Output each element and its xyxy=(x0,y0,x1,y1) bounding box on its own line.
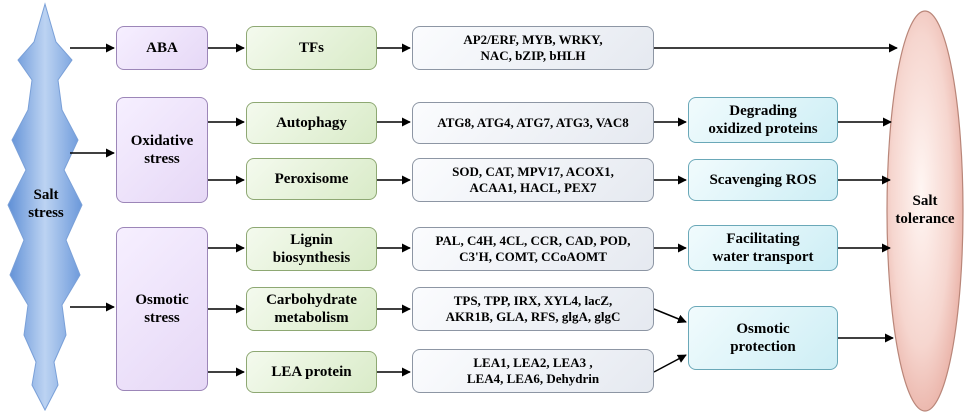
salt-stress-line2: stress xyxy=(28,205,64,221)
peroxisome-genes-line1: SOD, CAT, MPV17, ACOX1, xyxy=(452,164,614,180)
lea-genes-line1: LEA1, LEA2, LEA3 , xyxy=(473,355,593,371)
osmotic-stress-box: Osmotic stress xyxy=(116,227,208,391)
tf-genes-line1: AP2/ERF, MYB, WRKY, xyxy=(463,32,603,48)
osmotic-protection-line1: Osmotic xyxy=(736,320,790,337)
scavenging-ros-box: Scavenging ROS xyxy=(688,159,838,201)
carbohydrate-box: Carbohydrate metabolism xyxy=(246,287,377,331)
autophagy-box: Autophagy xyxy=(246,102,377,144)
salt-stress-line1: Salt xyxy=(33,187,59,203)
salt-tolerance-line1: Salt xyxy=(912,193,938,209)
facilitating-line2: water transport xyxy=(712,249,814,265)
autophagy-label: Autophagy xyxy=(276,114,347,131)
lignin-line2: biosynthesis xyxy=(272,250,351,266)
facilitating-line1: Facilitating xyxy=(726,230,800,247)
arrow-lea-genes-to-osmotic-protection xyxy=(653,354,687,373)
oxidative-stress-line2: stress xyxy=(144,151,180,167)
salt-tolerance-ellipse xyxy=(886,10,964,412)
autophagy-genes-line1: ATG8, ATG4, ATG7, ATG3, VAC8 xyxy=(437,115,629,131)
salt-stress-label: Salt stress xyxy=(14,186,78,222)
lignin-genes-box: PAL, C4H, 4CL, CCR, CAD, POD, C3'H, COMT… xyxy=(412,227,654,271)
peroxisome-label: Peroxisome xyxy=(274,170,349,187)
degrading-line1: Degrading xyxy=(729,102,797,119)
oxidative-stress-box: Oxidative stress xyxy=(116,97,208,203)
peroxisome-box: Peroxisome xyxy=(246,158,377,200)
aba-label: ABA xyxy=(146,39,178,56)
osmotic-stress-line1: Osmotic xyxy=(135,291,189,308)
scavenging-ros-label: Scavenging ROS xyxy=(709,171,817,188)
carbohydrate-line1: Carbohydrate xyxy=(266,291,357,308)
degrading-line2: oxidized proteins xyxy=(708,121,818,137)
arrow-carbohydrate-genes-to-osmotic-protection xyxy=(653,308,687,324)
degrading-box: Degrading oxidized proteins xyxy=(688,97,838,143)
oxidative-stress-line1: Oxidative xyxy=(130,132,194,149)
lea-genes-line2: LEA4, LEA6, Dehydrin xyxy=(466,371,600,386)
lea-protein-box: LEA protein xyxy=(246,351,377,393)
tfs-label: TFs xyxy=(298,39,324,56)
peroxisome-genes-box: SOD, CAT, MPV17, ACOX1, ACAA1, HACL, PEX… xyxy=(412,158,654,202)
salt-tolerance-label: Salt tolerance xyxy=(887,192,963,228)
lea-genes-box: LEA1, LEA2, LEA3 , LEA4, LEA6, Dehydrin xyxy=(412,349,654,393)
tfs-box: TFs xyxy=(246,26,377,70)
carbohydrate-genes-line1: TPS, TPP, IRX, XYL4, lacZ, xyxy=(453,293,613,309)
salt-stress-shape xyxy=(7,2,83,412)
carbohydrate-genes-box: TPS, TPP, IRX, XYL4, lacZ, AKR1B, GLA, R… xyxy=(412,287,654,331)
lignin-box: Lignin biosynthesis xyxy=(246,227,377,271)
carbohydrate-line2: metabolism xyxy=(274,310,349,326)
facilitating-box: Facilitating water transport xyxy=(688,225,838,271)
tf-genes-box: AP2/ERF, MYB, WRKY, NAC, bZIP, bHLH xyxy=(412,26,654,70)
peroxisome-genes-line2: ACAA1, HACL, PEX7 xyxy=(469,180,597,195)
aba-box: ABA xyxy=(116,26,208,70)
carbohydrate-genes-line2: AKR1B, GLA, RFS, glgA, glgC xyxy=(445,309,621,324)
osmotic-protection-line2: protection xyxy=(730,339,796,355)
lea-protein-label: LEA protein xyxy=(271,363,352,380)
lignin-genes-line2: C3'H, COMT, CCoAOMT xyxy=(459,249,607,264)
salt-tolerance-line2: tolerance xyxy=(895,211,955,227)
osmotic-stress-line2: stress xyxy=(144,310,180,326)
lignin-genes-line1: PAL, C4H, 4CL, CCR, CAD, POD, xyxy=(435,233,631,249)
autophagy-genes-box: ATG8, ATG4, ATG7, ATG3, VAC8 xyxy=(412,102,654,144)
osmotic-protection-box: Osmotic protection xyxy=(688,306,838,370)
lignin-line1: Lignin xyxy=(290,231,333,248)
tf-genes-line2: NAC, bZIP, bHLH xyxy=(480,48,586,63)
